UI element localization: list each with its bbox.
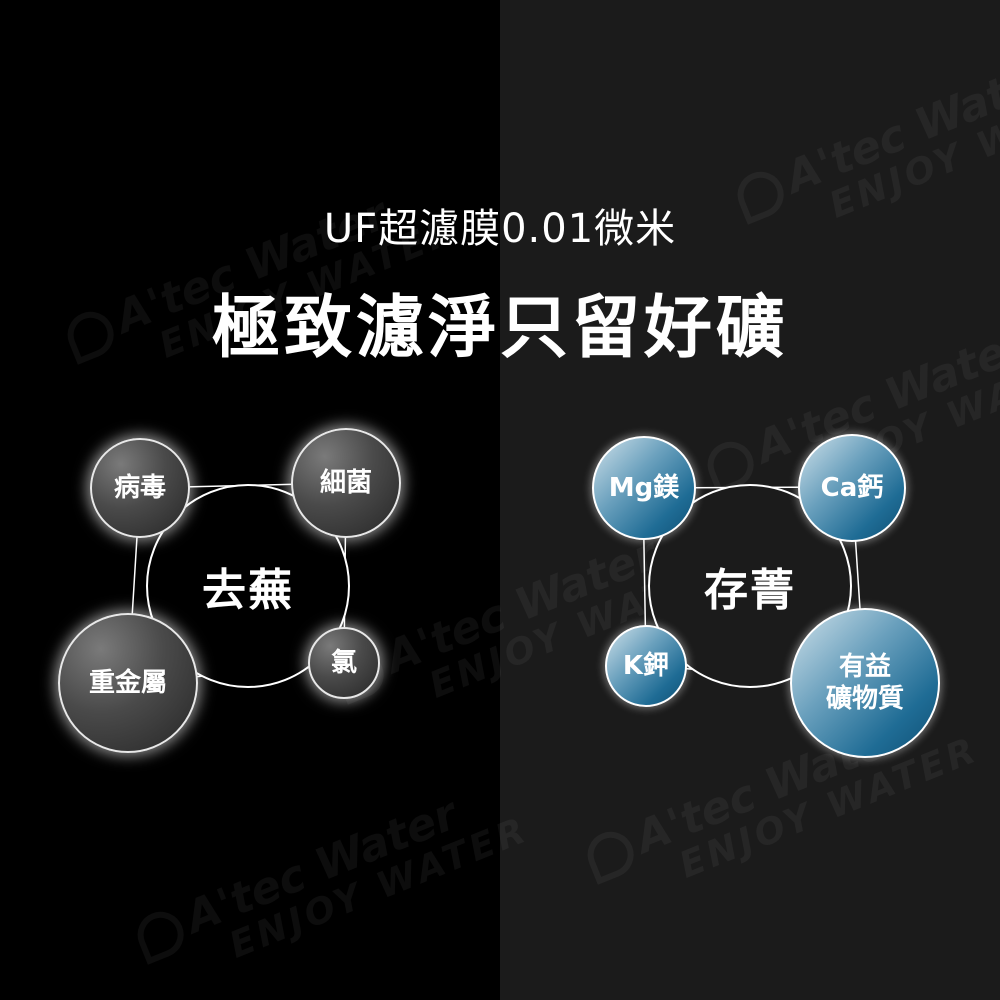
magnesium-node: Mg鎂: [592, 436, 696, 540]
chlorine-node: 氯: [308, 627, 380, 699]
heavy-metal-node: 重金屬: [58, 613, 198, 753]
page-title: 極致濾淨只留好礦: [211, 289, 788, 368]
potassium-node: K鉀: [605, 625, 687, 707]
bacteria-node: 細菌: [291, 428, 401, 538]
virus-node: 病毒: [90, 438, 190, 538]
subtitle: UF超濾膜0.01微米: [323, 206, 677, 252]
minerals-node: 有益 礦物質: [790, 608, 940, 758]
calcium-node: Ca鈣: [798, 434, 906, 542]
